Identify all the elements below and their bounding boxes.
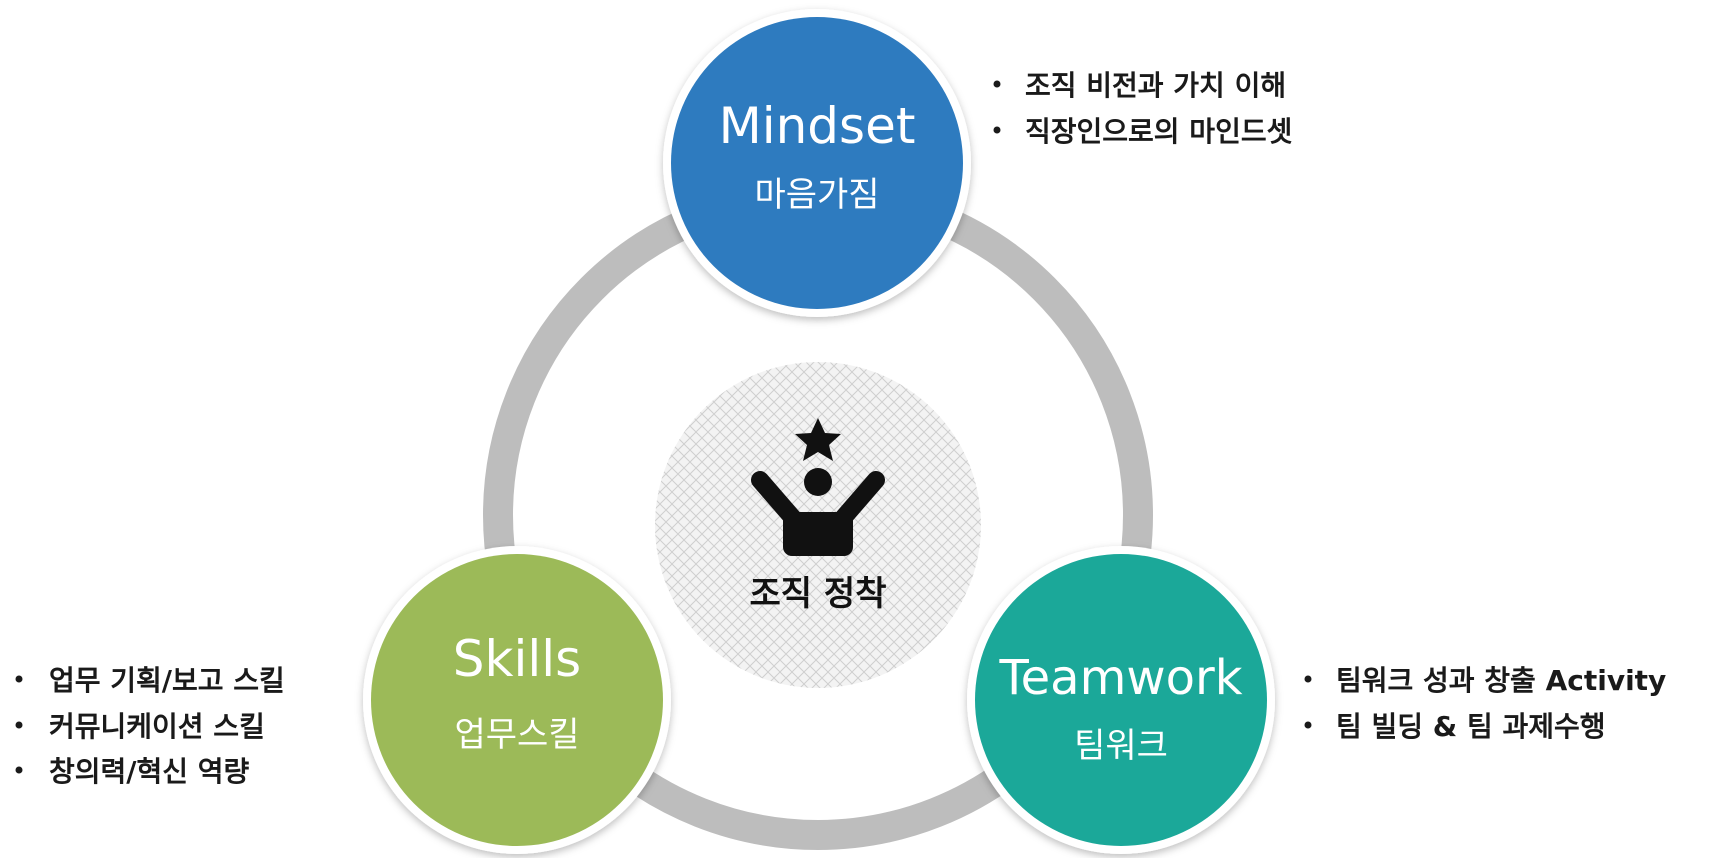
mindset-bullet-text: 직장인으로의 마인드셋 [1025,115,1292,148]
skills-node: Skills 업무스킬 [363,546,671,854]
teamwork-title: Teamwork [998,650,1242,706]
bullet-dot-icon [15,675,23,683]
mindset-bullet-item: 조직 비전과 가치 이해 [993,69,1286,102]
skills-bullet-text: 커뮤니케이션 스킬 [49,710,265,743]
mindset-title: Mindset [719,97,916,155]
skills-bullet-list: 업무 기획/보고 스킬 커뮤니케이션 스킬 창의력/혁신 역량 [15,664,285,788]
skills-subtitle: 업무스킬 [454,715,579,755]
skills-bullet-text: 창의력/혁신 역량 [49,755,250,788]
bullet-dot-icon [1304,721,1312,729]
teamwork-bullet-text: 팀 빌딩 & 팀 과제수행 [1336,710,1606,743]
mindset-subtitle: 마음가짐 [754,175,879,215]
teamwork-bullet-text: 팀워크 성과 창출 Activity [1336,664,1666,697]
mindset-bullet-text: 조직 비전과 가치 이해 [1025,69,1286,102]
bullet-dot-icon [993,80,1001,88]
bullet-dot-icon [15,721,23,729]
skills-bullet-text: 업무 기획/보고 스킬 [49,664,285,697]
mindset-node: Mindset 마음가짐 [663,9,971,317]
teamwork-node: Teamwork 팀워크 [967,546,1275,854]
bullet-dot-icon [15,766,23,774]
center-label: 조직 정착 [750,574,887,614]
mindset-bullet-list: 조직 비전과 가치 이해 직장인으로의 마인드셋 [993,69,1292,148]
mindset-bullet-item: 직장인으로의 마인드셋 [993,115,1292,148]
teamwork-bullet-item: 팀 빌딩 & 팀 과제수행 [1304,710,1606,743]
bullet-dot-icon [993,126,1001,134]
skills-title: Skills [453,630,581,688]
bullet-dot-icon [1304,675,1312,683]
skills-bullet-item: 커뮤니케이션 스킬 [15,710,265,743]
teamwork-subtitle: 팀워크 [1074,726,1168,766]
teamwork-bullet-list: 팀워크 성과 창출 Activity 팀 빌딩 & 팀 과제수행 [1304,664,1666,743]
skills-bullet-item: 업무 기획/보고 스킬 [15,664,285,697]
teamwork-bullet-item: 팀워크 성과 창출 Activity [1304,664,1666,697]
skills-bullet-item: 창의력/혁신 역량 [15,755,250,788]
center-node: 조직 정착 [655,362,981,688]
person-raising-arms-with-star-icon [751,418,885,556]
